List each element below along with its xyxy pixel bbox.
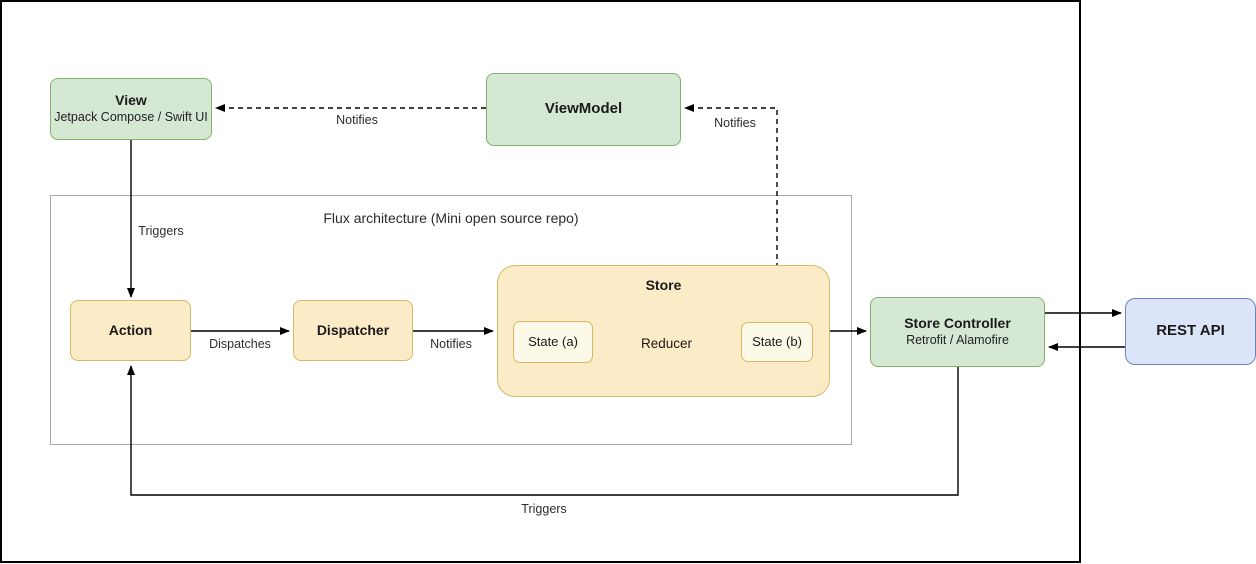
edge-label-dispatches: Dispatches [209, 337, 271, 351]
edge-label-state-b-notifies-viewmodel: Notifies [714, 116, 756, 130]
edge-label-viewmodel-notifies-view: Notifies [336, 113, 378, 127]
edge-label-view-triggers: Triggers [138, 224, 184, 238]
edge-label-loop-triggers: Triggers [521, 502, 567, 516]
node-state-b-title: State (b) [752, 333, 802, 349]
node-viewmodel: ViewModel [486, 73, 681, 146]
outer-boundary [0, 0, 1081, 563]
node-viewmodel-title: ViewModel [544, 100, 623, 118]
node-store-controller-subtitle: Retrofit / Alamofire [906, 333, 1009, 348]
node-store-title: Store [645, 277, 682, 293]
node-store-controller-title: Store Controller [904, 314, 1011, 331]
node-view-title: View [115, 91, 147, 108]
node-view-subtitle: Jetpack Compose / Swift UI [54, 110, 208, 125]
node-view: View Jetpack Compose / Swift UI [50, 78, 212, 140]
node-rest-api: REST API [1125, 298, 1256, 365]
node-state-a-title: State (a) [528, 333, 578, 349]
node-reducer-title: Reducer [640, 336, 693, 351]
node-state-a: State (a) [513, 321, 593, 363]
node-reducer: Reducer [623, 304, 710, 383]
node-store-controller: Store Controller Retrofit / Alamofire [870, 297, 1045, 367]
node-state-b: State (b) [741, 322, 813, 362]
node-action-title: Action [108, 321, 153, 338]
edge-label-dispatcher-notifies-store: Notifies [430, 337, 472, 351]
node-rest-api-title: REST API [1156, 322, 1225, 340]
node-dispatcher: Dispatcher [293, 300, 413, 361]
flux-container-title: Flux architecture (Mini open source repo… [323, 210, 579, 226]
node-action: Action [70, 300, 191, 361]
node-dispatcher-title: Dispatcher [316, 321, 390, 338]
